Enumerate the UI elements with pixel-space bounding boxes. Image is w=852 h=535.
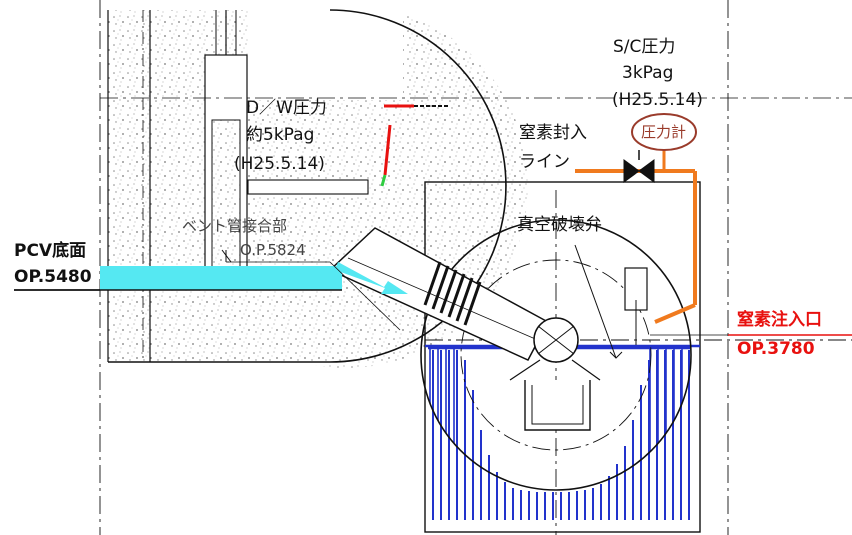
nitrogen-line-label-1: 窒素封入 [519, 123, 587, 143]
dw-pressure-date: (H25.5.14) [234, 154, 325, 174]
pedestal-column [204, 10, 248, 286]
vacuum-breaker-label: 真空破壊弁 [517, 215, 602, 235]
pressure-gauge-label: 圧力計 [641, 123, 687, 141]
pcv-op-label: OP.5480 [14, 267, 92, 287]
dw-pressure-indicator [380, 104, 448, 187]
nitrogen-inlet-op-label: OP.3780 [737, 339, 815, 359]
vent-pipe-joint-label: ベント管接合部 [182, 217, 288, 235]
pcv-bottom-label: PCV底面 [14, 241, 87, 261]
vent-pipe-op-label: O.P.5824 [240, 241, 306, 259]
sc-pressure-title: S/C圧力 [613, 37, 676, 57]
dw-pressure-value: 約5kPag [246, 125, 315, 145]
dw-pressure-title: D／W圧力 [246, 98, 327, 118]
sc-pressure-value: 3kPag [622, 63, 674, 83]
nitrogen-inlet-label: 窒素注入口 [737, 310, 822, 330]
red-leader-lines [14, 289, 852, 336]
pressure-gauge-icon [631, 113, 697, 151]
bowtie-valve-icon [623, 150, 655, 183]
right-arrow-icon [335, 262, 408, 294]
suppression-pool-water [425, 344, 700, 520]
nitrogen-line-label-2: ライン [519, 152, 570, 172]
vent-joint-marker [221, 249, 401, 331]
vent-pipe [328, 227, 623, 381]
sc-pressure-date: (H25.5.14) [612, 90, 703, 110]
suppression-chamber-torus [420, 219, 692, 491]
